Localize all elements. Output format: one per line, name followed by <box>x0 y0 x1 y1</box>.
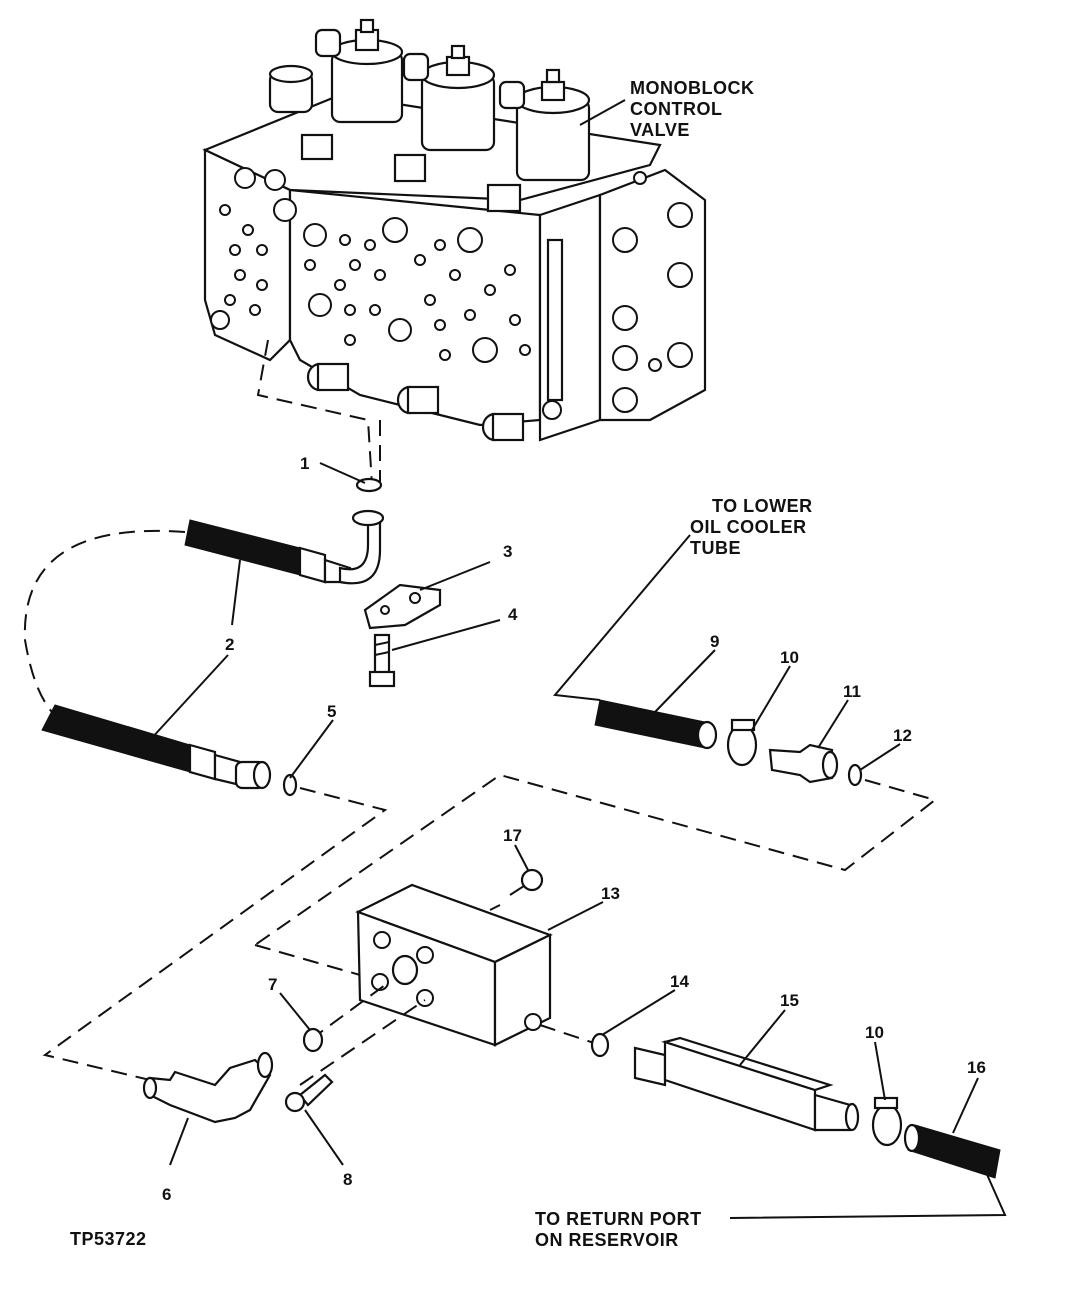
part-number-2-lower: 2 <box>225 635 234 654</box>
valve-to-fitting-dashed-path <box>256 339 373 486</box>
part-number-15: 15 <box>780 991 799 1010</box>
part-number-labels: 1 2 3 4 5 6 7 8 9 10 11 12 13 14 15 16 1… <box>162 454 986 1204</box>
hose-loop-dashed <box>23 530 186 721</box>
hose-16 <box>903 1123 1001 1179</box>
part-number-12: 12 <box>893 726 912 745</box>
part-number-10-lower: 10 <box>865 1023 884 1042</box>
part-number-7: 7 <box>268 975 277 994</box>
monoblock-control-valve <box>202 18 707 442</box>
part-number-3: 3 <box>503 542 512 561</box>
o-ring-5 <box>282 773 298 797</box>
callout-cooler-line1: TO LOWER <box>712 496 813 516</box>
in-line-filter-15 <box>633 1036 860 1132</box>
part-number-1: 1 <box>300 454 309 473</box>
figure-id: TP53722 <box>70 1229 147 1249</box>
o-ring-12 <box>847 763 863 787</box>
hose-clamp-10-lower <box>871 1096 903 1147</box>
part-number-17: 17 <box>503 826 522 845</box>
part-number-16: 16 <box>967 1058 986 1077</box>
part-number-10-upper: 10 <box>780 648 799 667</box>
manifold-block-13 <box>355 883 553 1047</box>
part-number-14: 14 <box>670 972 689 991</box>
callout-reservoir-line1: TO RETURN PORT <box>535 1209 702 1229</box>
part-number-9: 9 <box>710 632 719 651</box>
tube-9 <box>594 699 718 750</box>
cap-screw-4 <box>368 633 396 688</box>
solenoid-3 <box>498 68 591 182</box>
elbow-fitting-6 <box>142 1051 274 1124</box>
hose-2 <box>184 509 385 585</box>
callout-valve-line3: VALVE <box>630 120 690 140</box>
part-number-8: 8 <box>343 1170 352 1189</box>
leader-lines <box>149 99 979 1166</box>
callout-valve-line1: MONOBLOCK <box>630 78 755 98</box>
part-number-11: 11 <box>843 682 861 701</box>
part-number-4: 4 <box>508 605 518 624</box>
callout-cooler-line2: OIL COOLER <box>690 517 807 537</box>
bracket-3 <box>363 583 442 630</box>
hose-to-elbow-dashed <box>42 787 388 1081</box>
valve-port-holes <box>219 198 531 363</box>
o-ring-17 <box>520 868 544 892</box>
hose-2-lower <box>41 704 272 790</box>
o-ring-7 <box>302 1027 324 1053</box>
callout-valve-line2: CONTROL <box>630 99 723 119</box>
callout-cooler-line3: TUBE <box>690 538 741 558</box>
hose-clamp-10 <box>726 718 758 767</box>
callout-reservoir-line2: ON RESERVOIR <box>535 1230 679 1250</box>
cap-screw-8 <box>284 1073 334 1113</box>
part-number-13: 13 <box>601 884 620 903</box>
end-plate-bolts <box>612 171 693 413</box>
cooler-dashed-path <box>254 773 938 946</box>
solenoid-1 <box>314 18 404 124</box>
solenoid-2 <box>402 44 496 152</box>
fitting-11 <box>768 743 839 784</box>
part-number-5: 5 <box>327 702 336 721</box>
o-ring-14 <box>590 1032 610 1058</box>
part-number-6: 6 <box>162 1185 171 1204</box>
